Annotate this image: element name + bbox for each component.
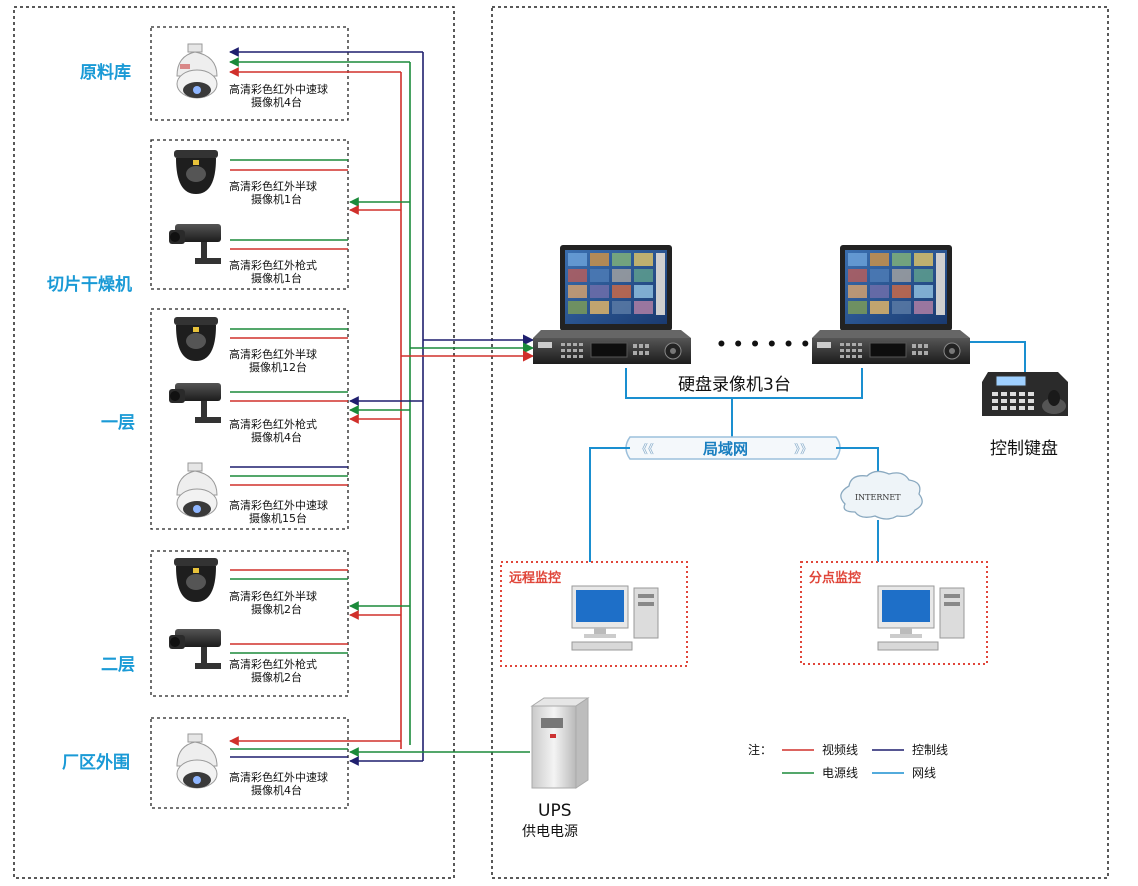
bullet-camera-icon (169, 629, 221, 669)
dvr-recorder-icon (533, 330, 691, 364)
keyboard-label: 控制键盘 (990, 439, 1058, 459)
chevron-left-icon: 《《 (636, 442, 654, 456)
group-box-floor2 (150, 550, 349, 697)
network-line (589, 447, 630, 562)
monitor-icon (560, 245, 672, 341)
dvr-recorder-icon (812, 330, 970, 364)
half-dome-camera-icon (174, 558, 218, 602)
group-box-perimeter (150, 717, 349, 809)
camera-label: 摄像机12台 (249, 360, 307, 374)
legend-power: 电源线 (822, 766, 858, 780)
area-label-floor1: 一层 (101, 413, 135, 433)
remote-monitor-label: 远程监控 (509, 570, 561, 586)
half-dome-camera-icon (174, 317, 218, 361)
lan-label: 局域网 (702, 440, 748, 458)
camera-label: 摄像机4台 (251, 95, 302, 109)
camera-label: 摄像机4台 (251, 430, 302, 444)
area-label-floor2: 二层 (101, 655, 135, 675)
legend-network: 网线 (912, 766, 936, 780)
camera-label: 高清彩色红外中速球 (229, 498, 328, 512)
chevron-right-icon: 》》 (794, 442, 812, 456)
group-box-floor1 (150, 308, 349, 530)
bullet-camera-icon (169, 383, 221, 423)
area-label-perimeter: 厂区外围 (62, 752, 130, 773)
camera-label: 高清彩色红外半球 (229, 589, 317, 603)
camera-label: 高清彩色红外枪式 (229, 258, 317, 272)
camera-label: 摄像机4台 (251, 783, 302, 797)
dvr-network-line (625, 368, 863, 399)
speed-dome-camera-icon (176, 733, 218, 789)
ups-icon (530, 697, 590, 789)
legend-control: 控制线 (912, 743, 948, 757)
camera-label: 摄像机1台 (251, 271, 302, 285)
camera-label: 高清彩色红外中速球 (229, 770, 328, 784)
branch-monitor-box (800, 561, 988, 665)
group-box-raw-storage (150, 26, 349, 121)
ups-sublabel: 供电电源 (522, 824, 578, 840)
control-keyboard-icon (982, 372, 1068, 416)
dvr-label: 硬盘录像机3台 (678, 375, 791, 395)
monitor-icon (840, 245, 952, 341)
camera-label: 摄像机15台 (249, 511, 307, 525)
internet-cloud-icon: INTERNET (840, 470, 923, 520)
bullet-camera-icon (169, 224, 221, 264)
area-label-raw-storage: 原料库 (80, 62, 131, 83)
camera-zone-panel (13, 6, 455, 879)
camera-label: 摄像机2台 (251, 670, 302, 684)
internet-label: INTERNET (855, 493, 901, 502)
branch-monitor-label: 分点监控 (809, 570, 861, 586)
legend-video: 视频线 (822, 742, 858, 757)
speed-dome-camera-icon (176, 462, 218, 518)
camera-label: 高清彩色红外中速球 (229, 82, 328, 96)
camera-label: 摄像机1台 (251, 192, 302, 206)
computer-icon (571, 585, 659, 651)
camera-label: 高清彩色红外半球 (229, 179, 317, 193)
camera-label: 高清彩色红外枪式 (229, 417, 317, 431)
computer-icon (877, 585, 965, 651)
lan-bar: 《《 》》 局域网 (625, 436, 841, 460)
speed-dome-camera-icon (176, 43, 218, 99)
network-line (836, 447, 879, 476)
control-room-panel (491, 6, 1109, 879)
area-label-slice-dryer: 切片干燥机 (47, 274, 132, 295)
camera-label: 高清彩色红外半球 (229, 347, 317, 361)
ups-label: UPS (538, 801, 572, 821)
camera-label: 摄像机2台 (251, 602, 302, 616)
dvr-ellipsis: • • • • • • (716, 335, 811, 355)
camera-label: 高清彩色红外枪式 (229, 657, 317, 671)
keyboard-network-line (970, 341, 1026, 378)
legend: 注： 视频线 控制线 电源线 网线 (748, 742, 948, 780)
legend-prefix: 注： (748, 742, 772, 757)
group-box-slice-dryer (150, 139, 349, 290)
half-dome-camera-icon (174, 150, 218, 194)
